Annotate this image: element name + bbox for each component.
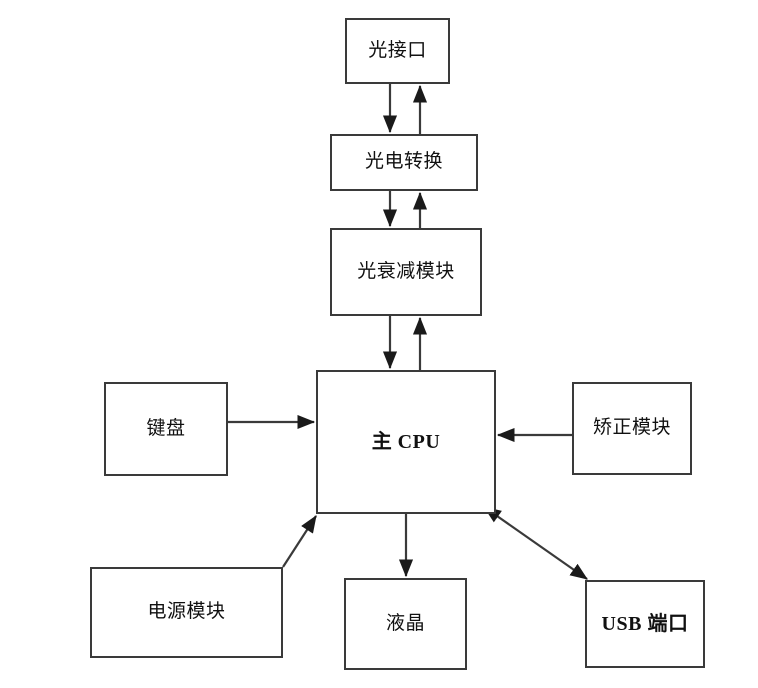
node-label-usb-port: USB 端口 [601, 613, 689, 635]
node-keyboard[interactable]: 键盘 [104, 382, 228, 476]
node-label-correction-module: 矫正模块 [592, 417, 671, 439]
node-correction-module[interactable]: 矫正模块 [572, 382, 692, 475]
node-power-module[interactable]: 电源模块 [90, 567, 283, 658]
node-label-main-cpu: 主 CPU [371, 431, 441, 453]
node-label-photoelectric-conversion: 光电转换 [364, 151, 443, 173]
node-optical-interface[interactable]: 光接口 [345, 18, 450, 84]
node-label-power-module: 电源模块 [147, 601, 226, 623]
node-main-cpu[interactable]: 主 CPU [316, 370, 496, 514]
node-usb-port[interactable]: USB 端口 [585, 580, 705, 668]
node-label-optical-interface: 光接口 [368, 39, 427, 61]
node-label-lcd: 液晶 [385, 612, 425, 634]
node-optical-attenuator-module[interactable]: 光衰减模块 [330, 228, 482, 316]
node-photoelectric-conversion[interactable]: 光电转换 [330, 134, 478, 191]
node-label-optical-attenuator-module: 光衰减模块 [357, 260, 455, 282]
node-label-keyboard: 键盘 [146, 417, 186, 439]
edge-cpu-usb-bidirectional [483, 506, 588, 580]
edge-power-to-cpu [282, 515, 317, 568]
node-lcd[interactable]: 液晶 [344, 578, 467, 670]
